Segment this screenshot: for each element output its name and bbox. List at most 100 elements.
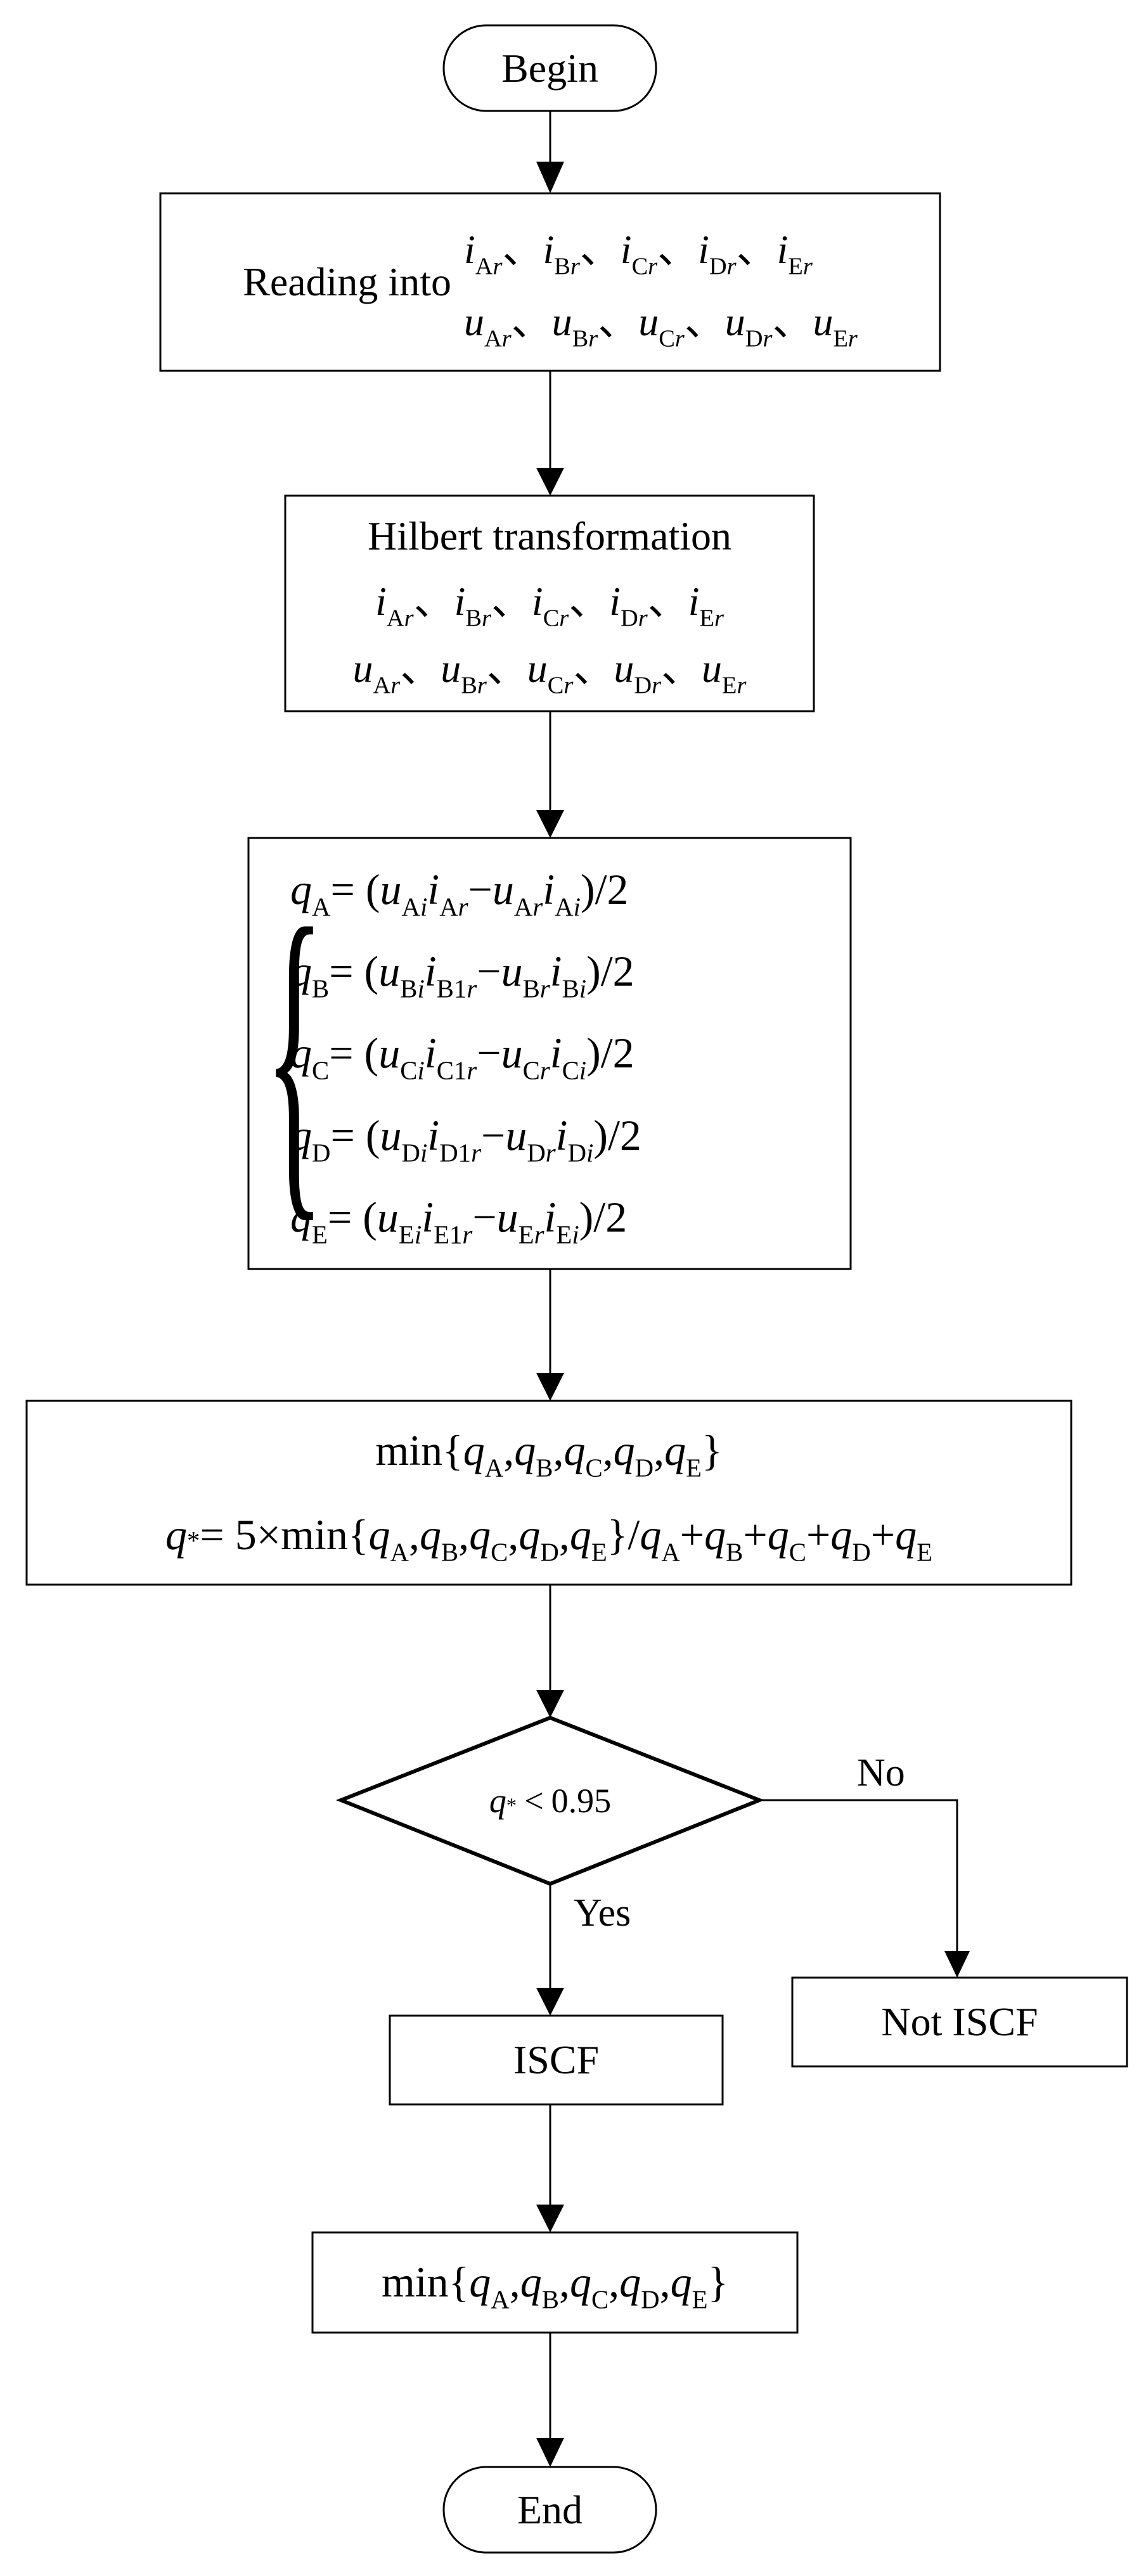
plus: +: [806, 1510, 831, 1559]
symbol-base: i: [544, 1192, 557, 1241]
symbol-subscript: B: [536, 1453, 553, 1483]
subscript-suffix: r: [539, 974, 550, 1003]
symbol-subscript: A: [484, 1453, 504, 1483]
arrowhead-read: [536, 162, 564, 193]
symbol-subscript: Er: [722, 672, 747, 699]
eq-i-imag: iBi: [550, 931, 586, 1012]
read-voltage-c: uCr: [638, 299, 685, 351]
symbol-subscript: E: [591, 1538, 607, 1567]
symbol-base: q: [670, 2258, 692, 2307]
symbol-base: u: [813, 299, 834, 344]
subscript-suffix: r: [534, 1220, 544, 1249]
symbol-subscript: Dr: [621, 605, 648, 632]
symbol-base: q: [569, 2258, 591, 2307]
subscript-r: r: [714, 605, 724, 632]
symbol-base: i: [531, 579, 543, 624]
condition-expression: q* < 0.95: [489, 1782, 612, 1820]
hilbert-voltage-a: uAr: [352, 645, 401, 697]
read-voltage-b: uBr: [552, 299, 598, 351]
arrowhead-iscf: [536, 1988, 564, 2016]
symbol-base: i: [609, 579, 621, 624]
set-comma: ,: [659, 2258, 671, 2307]
read-voltage-d: uDr: [725, 299, 773, 351]
separator: 、: [772, 299, 813, 344]
symbol-base: q: [469, 1510, 491, 1559]
subscript-suffix: i: [417, 974, 425, 1003]
set-q-e: qE: [570, 1494, 607, 1576]
no-label: No: [857, 1751, 905, 1794]
condition-content: q* < 0.95: [341, 1718, 759, 1884]
symbol-base: q: [368, 1510, 390, 1559]
symbol-subscript: B1r: [436, 974, 477, 1003]
subscript-r: r: [559, 605, 569, 632]
set-comma: ,: [553, 1426, 564, 1474]
set-comma: ,: [408, 1510, 420, 1559]
symbol-base: u: [496, 1192, 518, 1241]
eq-u-real: uBr: [501, 931, 550, 1012]
symbol-subscript: C: [585, 1453, 603, 1483]
symbol-base: u: [492, 865, 514, 914]
symbol-base: q: [767, 1510, 789, 1559]
end-terminal: [442, 2466, 657, 2554]
set-comma: ,: [602, 1426, 614, 1474]
symbol-base: i: [463, 227, 475, 272]
symbol-base: q: [830, 1510, 853, 1559]
symbol-base: i: [620, 227, 632, 272]
eq-q: qE: [290, 1176, 328, 1258]
symbol-subscript: Cr: [659, 325, 685, 352]
symbol-subscript: Ai: [555, 892, 581, 922]
subscript-suffix: i: [420, 892, 428, 922]
eq-minus: −: [477, 1029, 501, 1078]
arrowhead-not-iscf: [944, 1951, 970, 1978]
symbol-subscript: Br: [572, 325, 598, 352]
read-current-e: iEr: [776, 226, 813, 278]
symbol-base: u: [527, 646, 548, 691]
arrowhead-end: [536, 2438, 564, 2467]
symbol-subscript: Ar: [513, 892, 543, 922]
symbol-base: u: [501, 1029, 523, 1078]
eq-close: )/2: [580, 865, 629, 914]
plus: +: [870, 1510, 896, 1559]
symbol-base: u: [352, 646, 373, 691]
sum-q-d: qD: [830, 1494, 870, 1576]
symbol-subscript: Bi: [400, 974, 425, 1003]
eq-minus: −: [480, 1111, 506, 1159]
subscript-r: r: [763, 325, 773, 352]
symbol-base: q: [895, 1510, 917, 1559]
symbol-base: q: [520, 2258, 542, 2307]
read-current-a: iAr: [463, 226, 502, 278]
symbol-base: u: [501, 947, 523, 996]
symbol-subscript: C: [789, 1538, 806, 1567]
symbol-subscript: Bi: [562, 974, 587, 1003]
symbol-base: i: [776, 227, 789, 272]
symbol-base: i: [543, 865, 555, 914]
iscf-box: [389, 2014, 724, 2106]
end-label-wrap: End: [444, 2467, 656, 2553]
eq-u-imag: uBi: [378, 931, 425, 1012]
arrowhead-min: [536, 1373, 564, 1401]
eq-q: qD: [290, 1095, 330, 1176]
set-open: {: [448, 2258, 470, 2307]
symbol-base: u: [378, 947, 401, 996]
symbol-subscript: A: [491, 2285, 510, 2314]
condition-decision: [335, 1715, 765, 1886]
symbol-subscript: A: [390, 1538, 409, 1567]
separator: 、: [511, 299, 552, 344]
set-q-e: qE: [671, 2241, 708, 2323]
set-q-d: qD: [518, 1494, 558, 1576]
eq-open: = (: [330, 865, 380, 914]
set-q-a: qA: [463, 1410, 503, 1491]
begin-terminal: [442, 24, 657, 112]
subscript-r: r: [638, 605, 648, 632]
symbol-subscript: Ar: [373, 672, 401, 699]
min-func: min: [375, 1426, 443, 1474]
symbol-subscript: Dr: [745, 325, 773, 352]
subscript-r: r: [570, 253, 580, 280]
subscript-suffix: r: [471, 1138, 481, 1167]
hilbert-voltage-list: uAr、uBr、uCr、uDr、uEr: [352, 636, 747, 697]
read-current-b: iBr: [543, 226, 579, 278]
symbol-base: i: [424, 947, 437, 996]
arrowhead-result: [536, 2205, 564, 2232]
separator: 、: [661, 646, 702, 691]
